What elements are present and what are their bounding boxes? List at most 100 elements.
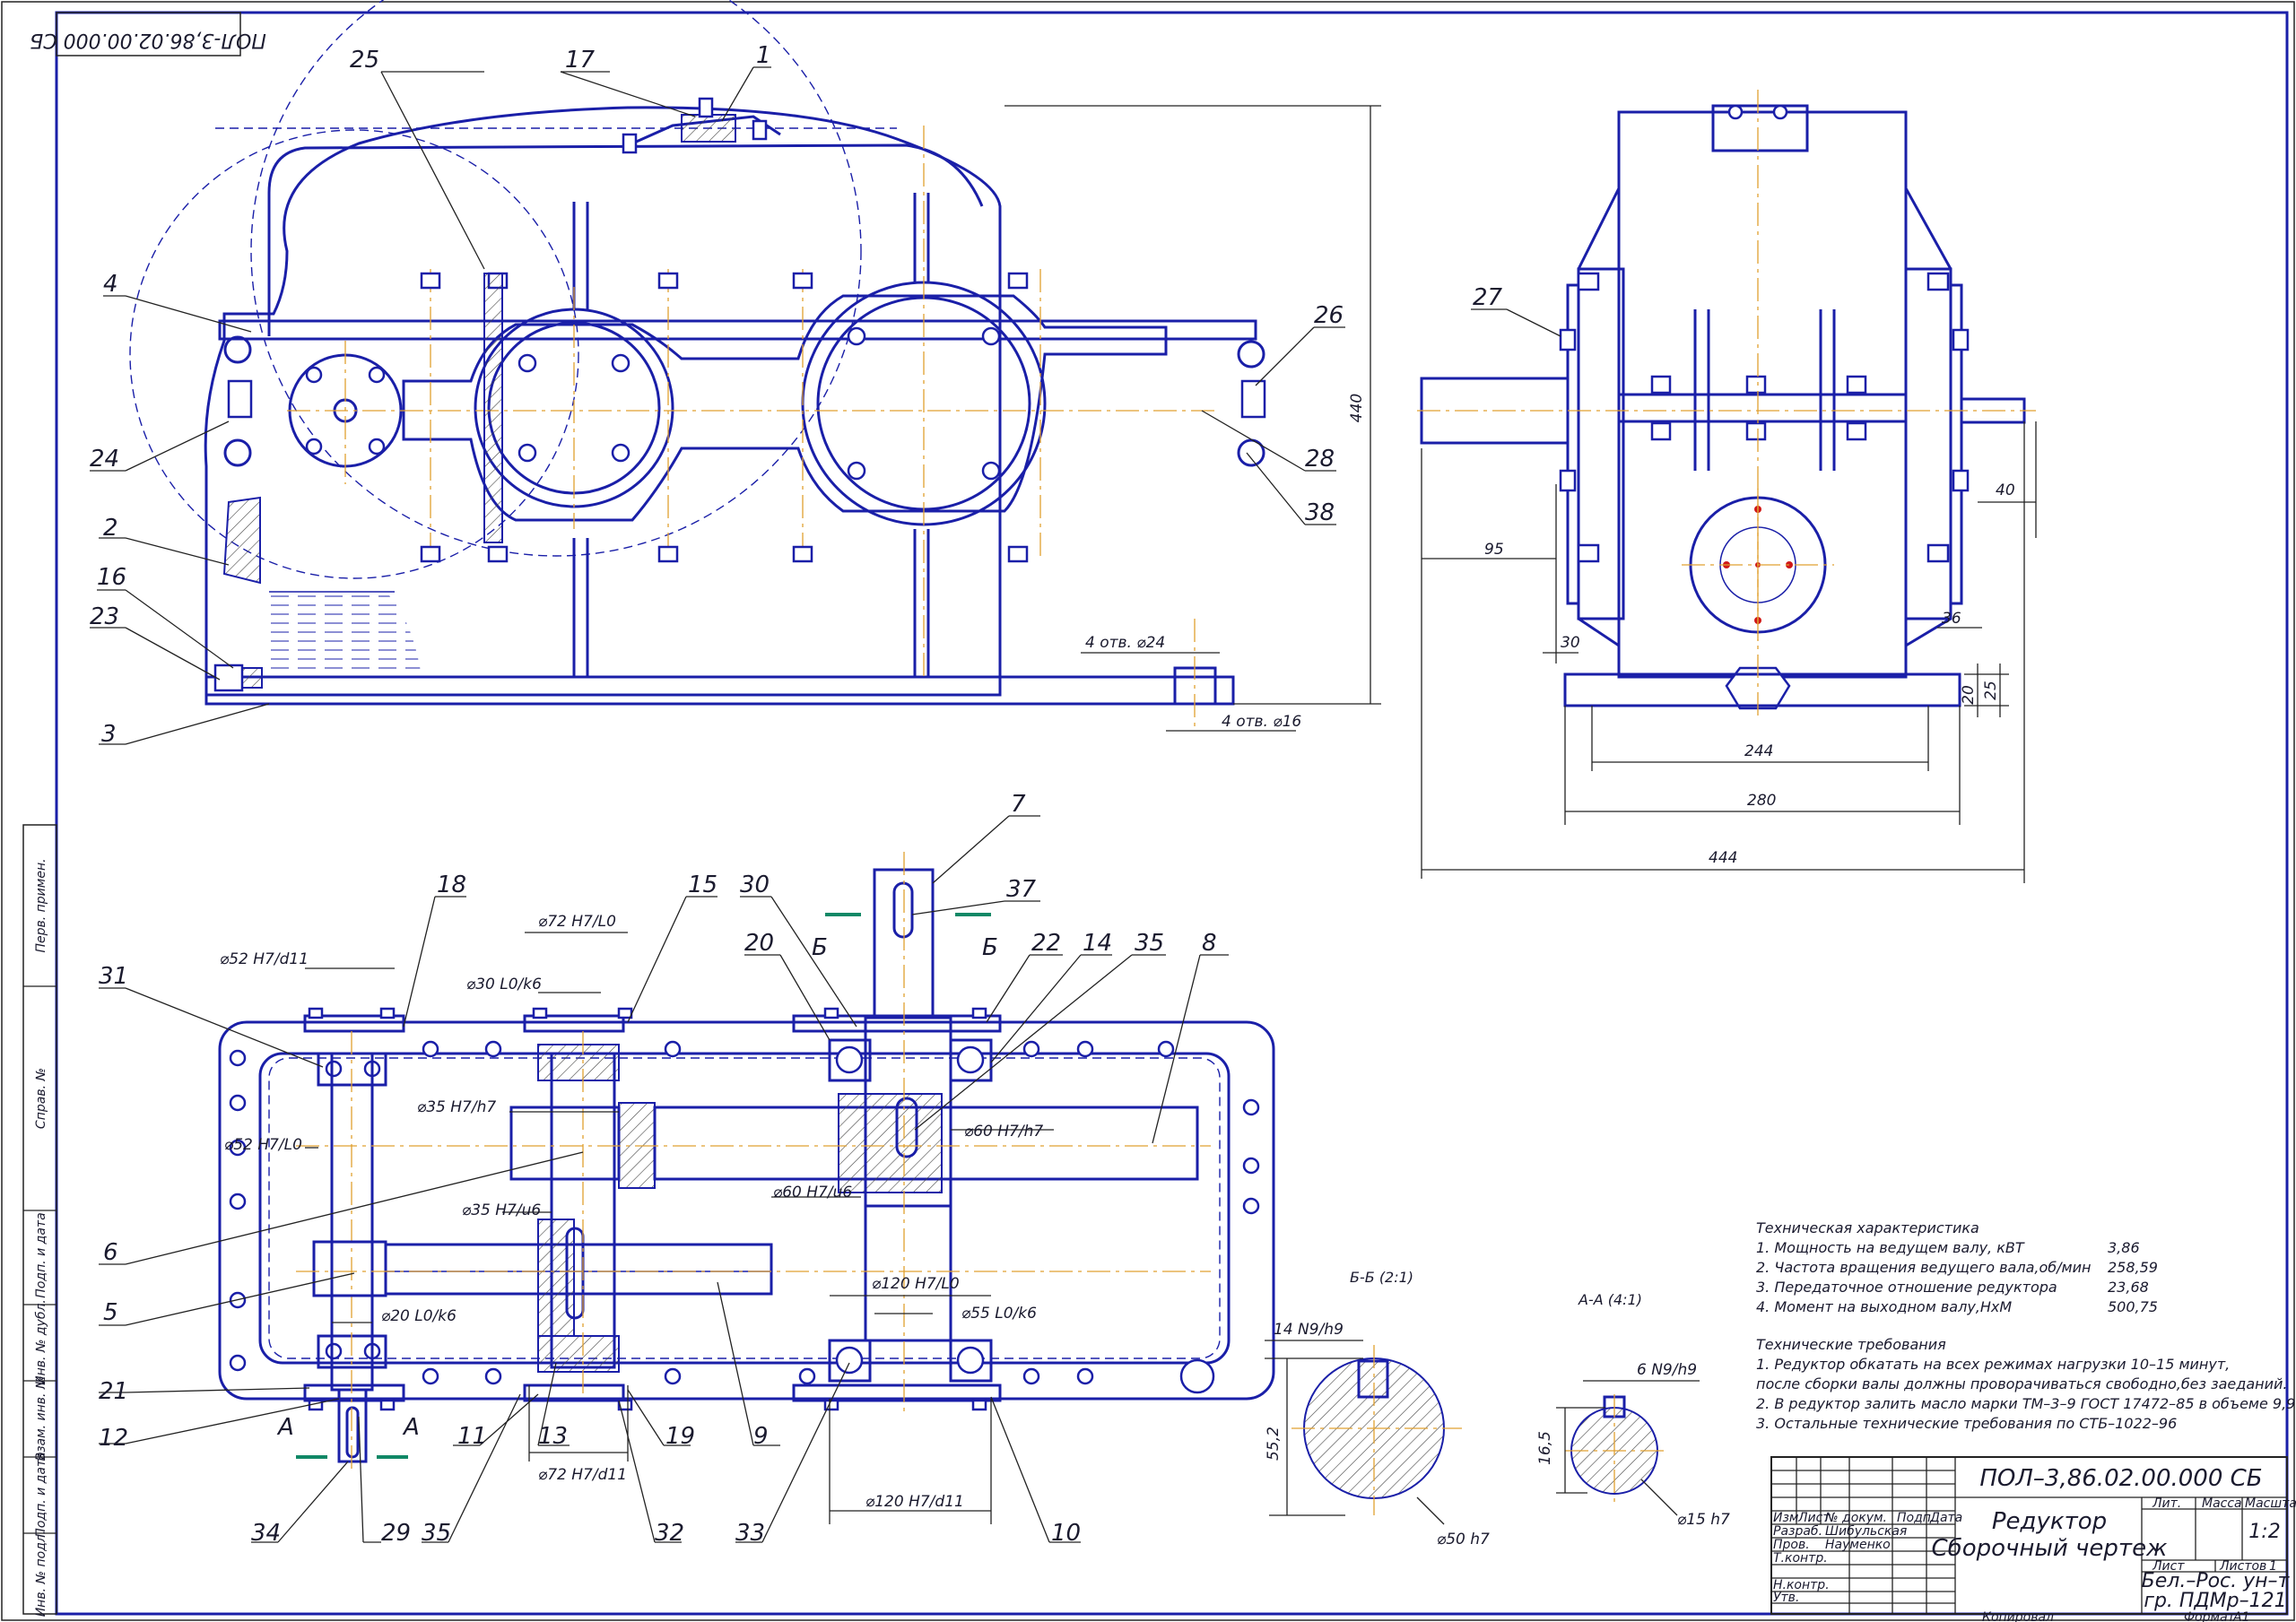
tb-lit-label: Лит. [2152,1496,2181,1511]
tb-role-ncontrol: Н.контр. [1773,1578,1830,1592]
plan-bearings [317,1038,993,1383]
rotated-stamp-code: ПОЛ-3,86.02.00.000 СБ [30,29,266,51]
section-mark-a-right: А [402,1414,420,1441]
margin-label-1: Перв. примен. [34,858,48,952]
callout-19: 19 [665,1423,695,1450]
fit-30-l0-k6: ⌀30 L0/k6 [466,976,542,993]
tb-role-checker: Пров. [1773,1538,1810,1552]
fit-52-h7-l0: ⌀52 H7/L0 [224,1136,302,1154]
callout-14: 14 [1083,930,1112,957]
margin-label-7: Инв. № подл. [34,1531,48,1618]
callout-35-upper: 35 [1135,930,1164,957]
fit-120-h7-d11: ⌀120 H7/d11 [865,1493,964,1511]
tb-scale-value: 1:2 [2248,1521,2280,1543]
plan-pinion-6 [509,1106,621,1181]
tech-char-item-3: 3. Передаточное отношение редуктора [1756,1279,2057,1296]
section-aa: А-А (4:1) 6 N9/h9 16,5 ⌀15 h7 [1536,1291,1730,1529]
section-bb-title: Б-Б (2:1) [1350,1269,1413,1286]
side-dim-40: 40 [1996,481,2015,499]
tb-scale-label: Масштаб [2245,1496,2296,1511]
callout-1: 1 [756,42,771,69]
section-aa-title: А-А (4:1) [1578,1291,1642,1308]
section-bb-height: 55,2 [1265,1427,1283,1461]
callout-30: 30 [740,872,770,898]
housing-cover-contour [267,143,984,336]
front-gear-circle-large [250,0,862,557]
callout-8: 8 [1202,930,1217,957]
callout-23: 23 [90,603,119,630]
callout-29: 29 [381,1520,411,1547]
tech-char-value-2: 258,59 [2108,1259,2158,1276]
callout-4: 4 [103,271,118,298]
tech-char-value-3: 23,68 [2108,1279,2149,1296]
callout-6: 6 [103,1239,118,1266]
drain-plug [213,664,244,692]
tech-char-value-1: 3,86 [2108,1239,2140,1256]
fit-72-h7-d11: ⌀72 H7/d11 [538,1466,627,1484]
side-dim-36: 36 [1942,610,1961,628]
callout-16: 16 [97,564,126,591]
callout-37: 37 [1006,876,1037,903]
callout-5: 5 [103,1299,118,1326]
front-gear-circle-small [129,129,579,579]
tb-col-list: Лист [1797,1511,1831,1525]
callout-2: 2 [103,515,118,542]
housing-outline [204,106,1002,697]
tb-mass-label: Масса [2202,1496,2242,1511]
section-mark-b-right: Б [982,934,998,961]
callout-31: 31 [99,963,128,990]
callout-3: 3 [101,721,117,748]
tb-copied: Копировал [1982,1610,2054,1622]
tb-name-line2: Сборочный чертеж [1932,1535,2169,1562]
section-bb-diameter: ⌀50 h7 [1437,1531,1490,1548]
callout-9: 9 [753,1423,769,1450]
front-view: 440 4 отв. ⌀24 4 отв. ⌀16 [129,0,1381,732]
sheet-frame [55,11,2289,1616]
callout-24: 24 [90,446,119,473]
front-dim-holes24: 4 отв. ⌀24 [1085,634,1165,652]
tb-col-sign: Подп. [1897,1511,1935,1525]
callout-18: 18 [437,872,466,898]
oil-volume [269,592,422,677]
rotated-stamp: ПОЛ-3,86.02.00.000 СБ [30,12,266,56]
section-bb: Б-Б (2:1) 55,2 14 N9/h9 ⌀50 h7 [1265,1269,1490,1548]
tb-format-label: Формат [2184,1610,2236,1622]
tech-req-heading: Технические требования [1756,1336,1946,1353]
tb-org-line1: Бел.–Рос. ун–т [2142,1570,2291,1592]
callout-28: 28 [1305,446,1335,473]
section-mark-a-left: А [276,1414,294,1441]
title-block: Изм Лист № докум. Подп. Дата Разраб. Шиб… [1770,1456,2296,1622]
callout-25: 25 [350,47,379,74]
side-dim-244: 244 [1744,742,1773,760]
callout-13: 13 [538,1423,568,1450]
fit-120-h7-l0: ⌀120 H7/L0 [872,1275,960,1293]
tech-req-line-1: 1. Редуктор обкатать на всех режимах наг… [1756,1356,2230,1373]
tb-sheets-value: 1 [2269,1559,2277,1574]
tb-format-value: А1 [2232,1610,2249,1622]
fit-35-h7-h7: ⌀35 H7/h7 [417,1098,496,1116]
tech-req-line-4: 3. Остальные технические требования по С… [1756,1415,2177,1432]
section-aa-diameter: ⌀15 h7 [1677,1511,1730,1529]
callout-11: 11 [457,1423,487,1450]
tb-sheet-label: Лист [2152,1559,2185,1574]
front-callouts: 25 17 1 4 26 24 28 38 2 16 23 3 [90,42,1345,748]
fit-52-h7-d11: ⌀52 H7/d11 [220,950,309,968]
fit-35-h7-u6: ⌀35 H7/u6 [462,1201,541,1219]
plan-housing-outer [218,1020,1275,1401]
callout-20: 20 [744,930,774,957]
side-dim-25: 25 [1982,681,2000,700]
tb-col-izm: Изм [1773,1511,1799,1525]
side-view: 95 30 40 36 20 25 244 280 444 [1417,90,2037,883]
callout-7: 7 [1011,791,1026,818]
callout-10: 10 [1051,1520,1081,1547]
plan-housing-inner [258,1052,1231,1365]
tb-sheets-label: Листов [2219,1559,2266,1574]
section-bb-key: 14 N9/h9 [1274,1321,1344,1339]
tech-char-item-4: 4. Момент на выходном валу,НхМ [1756,1298,2012,1315]
section-aa-height: 16,5 [1536,1431,1554,1465]
margin-label-5: Взам. инв. № [34,1375,48,1461]
tb-org-line2: гр. ПДМр–121 [2144,1590,2286,1612]
oil-sight-glass [222,496,261,585]
callout-15: 15 [688,872,718,898]
